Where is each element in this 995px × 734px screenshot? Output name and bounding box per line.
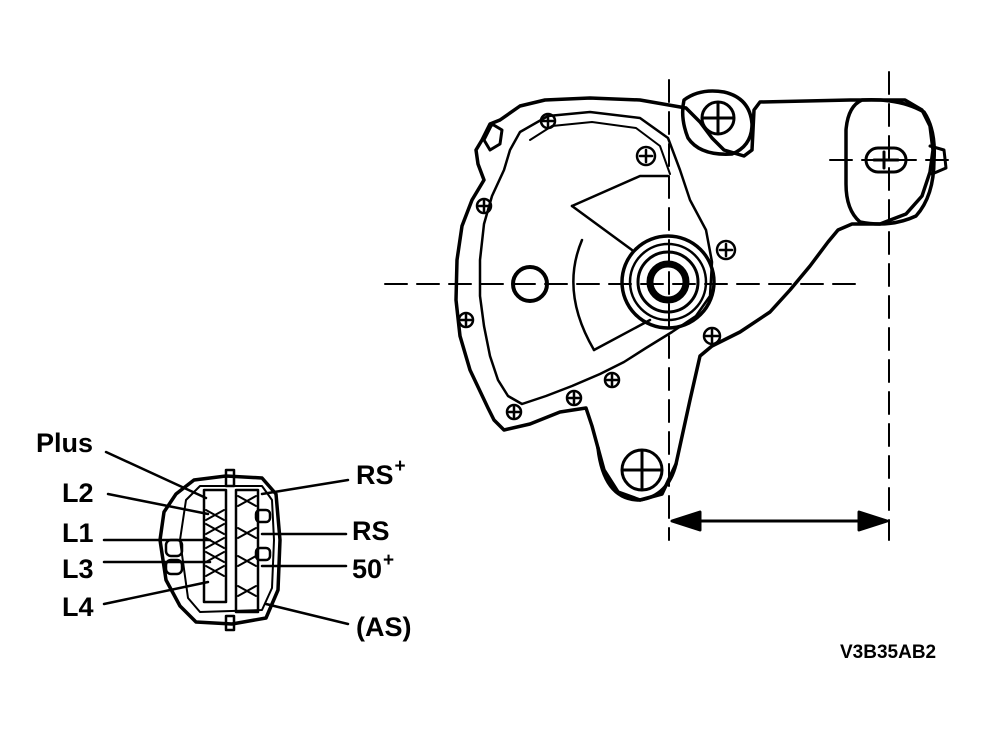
pin-label-50-plus-sup: + [383, 550, 395, 571]
pin-label-rs-plus-sup: + [394, 456, 406, 477]
locating-pin [511, 265, 549, 303]
shaft [646, 260, 690, 304]
screw-hole [539, 112, 557, 130]
pin-label-l1: L1 [62, 518, 94, 548]
pin-label-rs: RS [352, 518, 390, 545]
leader-l4 [102, 580, 210, 606]
left-tab [482, 122, 504, 152]
left-pin-cavity [202, 488, 228, 604]
pin-label-plus: Plus [36, 428, 94, 458]
leader-plus [104, 450, 208, 500]
boss-slot [864, 146, 908, 174]
pin-label-rs-plus: RS+ [356, 457, 406, 490]
pin-label-50-plus: 50+ [352, 551, 394, 584]
right-pin-cavity [234, 488, 260, 614]
fixing-screws [457, 112, 737, 421]
screw-hole [702, 326, 722, 346]
screw-hole [715, 239, 737, 261]
pin-label-rs-plus-base: RS [356, 460, 394, 490]
upper-mount-ear [680, 89, 754, 156]
lower-mount-hole [620, 448, 664, 492]
pin-label-as-base: (AS) [356, 612, 412, 642]
rotor-sector [570, 174, 670, 352]
figure-code: V3B35AB2 [840, 642, 937, 663]
screw-hole [475, 197, 493, 215]
pin-label-l4: L4 [62, 592, 94, 622]
right-mounting-boss [844, 98, 948, 226]
leader-l2 [106, 492, 210, 516]
pin-label-l2: L2 [62, 478, 94, 508]
leader-as [264, 602, 350, 626]
screw-hole [505, 403, 523, 421]
shaft-bearing [620, 234, 716, 330]
connector-housing [158, 468, 282, 632]
pin-label-50-plus-base: 50 [352, 554, 383, 584]
screw-hole [457, 311, 475, 329]
leader-lines [102, 450, 350, 626]
leader-rs-plus [260, 478, 350, 496]
pin-label-rs-base: RS [352, 516, 390, 546]
pin-label-l3: L3 [62, 554, 94, 584]
screw-hole [635, 145, 657, 167]
screw-hole [565, 389, 583, 407]
dimension-arrow [670, 510, 889, 532]
screw-hole [603, 371, 621, 389]
pin-label-as: (AS) [356, 614, 412, 641]
lower-mount-ear [596, 446, 678, 502]
